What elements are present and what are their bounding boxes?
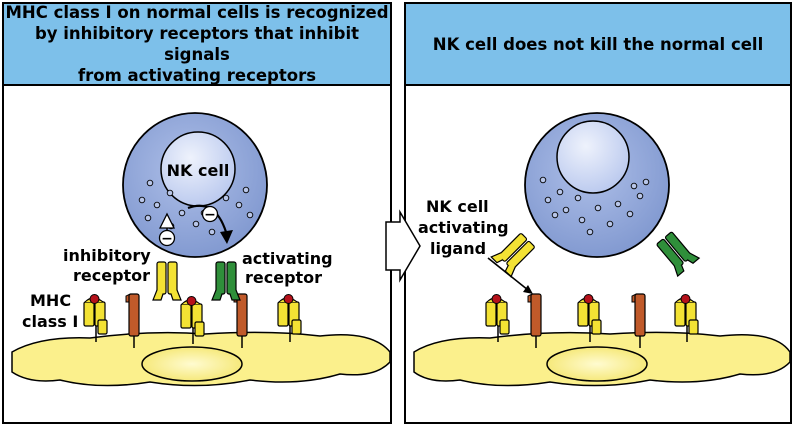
mhc-class-i-label-2: class I	[22, 312, 78, 331]
mhc-class-i-molecule	[83, 293, 108, 343]
panel-left-title: MHC class I on normal cells is recognize…	[5, 3, 389, 85]
activating-ligand-label: NK cell	[426, 197, 489, 216]
inhibitory-receptor-label: inhibitory	[63, 246, 151, 265]
inhibitory-receptor-detached	[490, 229, 539, 278]
panel-right-title: NK cell does not kill the normal cell	[432, 34, 764, 54]
transition-arrow	[385, 209, 421, 283]
mhc-class-i-label: MHC	[30, 291, 71, 310]
svg-text:−: −	[161, 231, 173, 247]
mhc-class-i-molecule	[485, 293, 510, 343]
activating-ligand-label-3: ligand	[430, 239, 486, 258]
inhibitory-receptor	[152, 261, 182, 301]
nk-cell-granules-right	[539, 176, 650, 236]
activating-receptor	[211, 261, 241, 301]
svg-text:−: −	[204, 207, 216, 223]
activating-receptor-label-2: receptor	[245, 268, 322, 287]
activating-ligand-label-2: activating	[418, 218, 509, 237]
ligand-pointer-arrow	[487, 257, 529, 291]
normal-cell-nucleus-right	[546, 346, 648, 382]
activating-receptor-detached	[652, 228, 700, 277]
inhibition-symbol	[158, 229, 176, 247]
panel-left-header: MHC class I on normal cells is recognize…	[4, 3, 390, 86]
inhibitory-receptor-label-2: receptor	[73, 266, 150, 285]
activating-receptor-label: activating	[242, 249, 333, 268]
nk-cell-nucleus-right	[556, 120, 630, 194]
inhibition-symbol	[201, 205, 219, 223]
panel-right-header: NK cell does not kill the normal cell	[406, 4, 790, 86]
nk-cell-label: NK cell	[167, 161, 230, 180]
normal-cell-nucleus-left	[141, 346, 243, 382]
